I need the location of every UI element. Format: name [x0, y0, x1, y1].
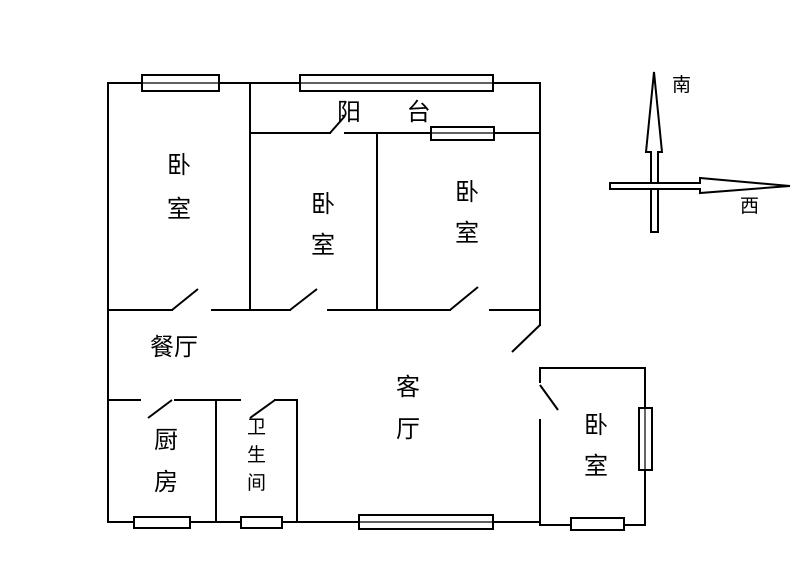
bedroom-2-label: 卧 室	[311, 192, 335, 257]
walls	[107, 82, 646, 526]
compass-west-label: 西	[740, 195, 760, 217]
bedroom-3-char-2: 室	[455, 219, 479, 247]
door-bedroom-1	[171, 288, 199, 311]
bedroom-4-char-1: 卧	[584, 411, 608, 439]
kitchen-char-1: 厨	[154, 426, 178, 454]
window-kitchen	[133, 516, 191, 529]
door-balcony	[329, 115, 346, 134]
door-bedroom-2	[289, 288, 318, 311]
door-bathroom	[249, 399, 276, 419]
balcony-label: 阳 台	[337, 100, 431, 124]
bedroom-4-label: 卧 室	[584, 413, 608, 478]
bathroom-char-3: 间	[247, 472, 267, 494]
bedroom-3-label: 卧 室	[455, 180, 479, 245]
window-bathroom	[240, 516, 283, 529]
balcony-char-2: 台	[406, 98, 431, 126]
compass	[609, 71, 791, 233]
dining-label: 餐厅	[150, 333, 198, 361]
bedroom-2-char-1: 卧	[311, 190, 335, 218]
living-label: 客 厅	[396, 375, 420, 441]
window-bedroom-4-bottom	[570, 517, 625, 531]
bedroom-1-char-2: 室	[167, 195, 191, 223]
bathroom-label: 卫 生 间	[247, 418, 266, 493]
door-bedroom-4	[539, 384, 559, 411]
bathroom-char-2: 生	[247, 444, 267, 466]
doors	[147, 115, 559, 419]
door-kitchen	[147, 399, 173, 419]
living-char-2: 厅	[396, 415, 420, 443]
bedroom-3-char-1: 卧	[455, 178, 479, 206]
bedroom-4-char-2: 室	[584, 452, 608, 480]
compass-arrow-right	[609, 176, 791, 195]
living-char-1: 客	[396, 373, 420, 401]
bathroom-char-1: 卫	[247, 416, 267, 438]
windows	[133, 74, 653, 531]
bedroom-2-char-2: 室	[311, 231, 335, 259]
compass-south-label: 南	[672, 74, 692, 96]
bedroom-4-walls	[539, 367, 646, 526]
compass-arrow-up	[644, 71, 664, 233]
door-bedroom-3	[449, 286, 479, 311]
kitchen-label: 厨 房	[154, 428, 178, 494]
door-living-right	[511, 324, 541, 353]
bedroom-1-label: 卧 室	[167, 153, 191, 221]
kitchen-char-2: 房	[154, 468, 178, 496]
balcony-char-1: 阳	[337, 98, 361, 126]
bedroom-1-char-1: 卧	[167, 151, 191, 179]
